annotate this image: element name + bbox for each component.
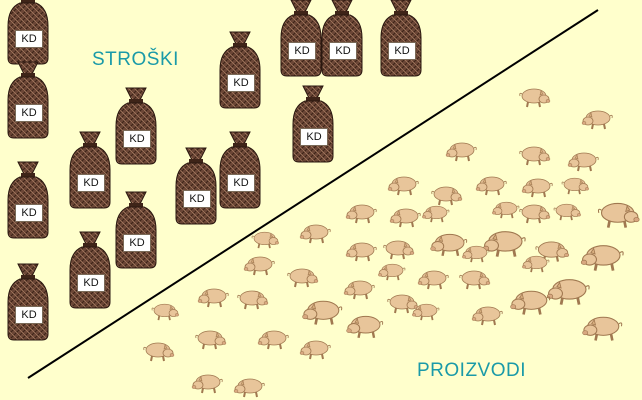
pig-icon bbox=[197, 288, 229, 308]
money-bag-icon bbox=[7, 61, 49, 139]
pig-icon bbox=[597, 202, 640, 228]
pig-icon bbox=[519, 204, 551, 224]
pig-icon bbox=[567, 152, 599, 172]
bag-label: KD bbox=[15, 204, 43, 222]
costs-label: STROŠKI bbox=[92, 49, 179, 70]
money-bag-icon bbox=[321, 0, 363, 77]
pig-icon bbox=[445, 142, 477, 162]
pig-icon bbox=[191, 374, 223, 394]
pig-icon bbox=[471, 306, 503, 326]
money-bag-icon bbox=[69, 231, 111, 309]
pig-icon bbox=[581, 110, 613, 130]
pig-icon bbox=[343, 280, 375, 300]
pig-icon bbox=[561, 177, 589, 195]
bag-label: KD bbox=[227, 74, 255, 92]
money-bag-icon bbox=[7, 161, 49, 239]
pig-icon bbox=[519, 88, 551, 108]
pig-icon bbox=[510, 290, 551, 315]
pig-icon bbox=[389, 208, 421, 228]
money-bag-icon bbox=[219, 31, 261, 109]
bag-label: KD bbox=[15, 30, 43, 48]
pig-icon bbox=[482, 231, 526, 257]
pig-icon bbox=[522, 255, 550, 273]
pig-icon bbox=[387, 294, 419, 314]
bag-label: KD bbox=[329, 42, 357, 60]
pig-icon bbox=[521, 178, 553, 198]
pig-icon bbox=[519, 146, 551, 166]
bag-label: KD bbox=[300, 128, 328, 146]
money-bag-icon bbox=[115, 87, 157, 165]
money-bag-icon bbox=[280, 0, 322, 77]
pig-icon bbox=[143, 342, 175, 362]
money-bag-icon bbox=[292, 85, 334, 163]
pig-icon bbox=[422, 205, 450, 223]
money-bag-icon bbox=[69, 131, 111, 209]
pig-icon bbox=[237, 290, 269, 310]
money-bag-icon bbox=[219, 131, 261, 209]
pig-icon bbox=[412, 303, 440, 321]
pig-icon bbox=[243, 256, 275, 276]
bag-label: KD bbox=[77, 274, 105, 292]
money-bag-icon bbox=[175, 147, 217, 225]
pig-icon bbox=[430, 233, 468, 257]
bag-label: KD bbox=[183, 190, 211, 208]
pig-icon bbox=[387, 176, 419, 196]
pig-icon bbox=[492, 201, 520, 219]
bag-label: KD bbox=[288, 42, 316, 60]
pig-icon bbox=[475, 176, 507, 196]
pig-icon bbox=[553, 203, 581, 221]
money-bag-icon bbox=[115, 191, 157, 269]
pig-icon bbox=[195, 330, 227, 350]
pig-icon bbox=[459, 270, 491, 290]
pig-icon bbox=[462, 245, 490, 263]
bag-label: KD bbox=[123, 130, 151, 148]
money-bag-icon bbox=[380, 0, 422, 77]
pig-icon bbox=[346, 315, 384, 339]
pig-icon bbox=[345, 242, 377, 262]
bag-label: KD bbox=[227, 174, 255, 192]
pig-icon bbox=[417, 270, 449, 290]
pig-icon bbox=[257, 330, 289, 350]
pig-icon bbox=[151, 303, 179, 321]
pig-icon bbox=[299, 340, 331, 360]
pig-icon bbox=[299, 224, 331, 244]
pig-icon bbox=[535, 241, 570, 262]
pig-icon bbox=[383, 240, 415, 260]
bag-label: KD bbox=[15, 104, 43, 122]
pig-icon bbox=[345, 204, 377, 224]
pig-icon bbox=[251, 231, 279, 249]
pig-icon bbox=[302, 300, 343, 325]
bag-label: KD bbox=[77, 174, 105, 192]
bag-label: KD bbox=[123, 234, 151, 252]
pig-icon bbox=[378, 263, 406, 281]
products-label: PROIZVODI bbox=[417, 360, 527, 381]
pig-icon bbox=[233, 378, 265, 398]
money-bag-icon bbox=[7, 263, 49, 341]
pig-icon bbox=[431, 186, 463, 206]
pig-icon bbox=[580, 245, 624, 271]
bag-label: KD bbox=[388, 42, 416, 60]
pig-icon bbox=[582, 316, 623, 341]
bag-label: KD bbox=[15, 306, 43, 324]
pig-icon bbox=[287, 268, 319, 288]
